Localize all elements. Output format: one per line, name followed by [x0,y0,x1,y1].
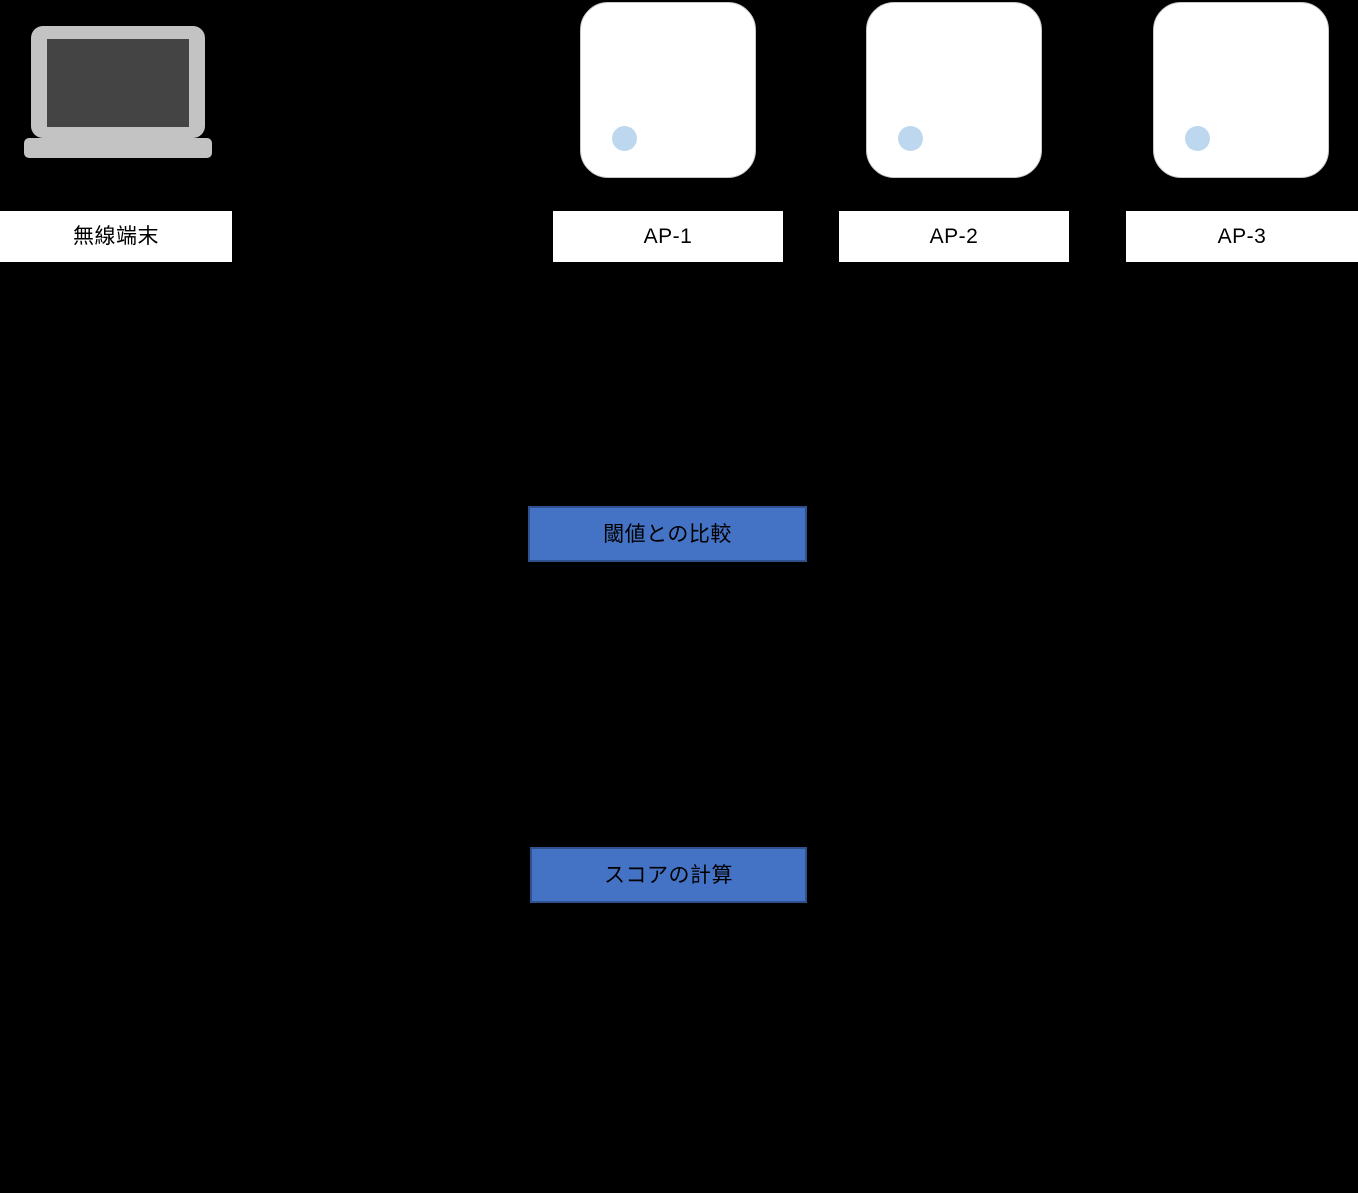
node-label-ap-3: AP-3 [1126,211,1358,262]
laptop-lid [31,26,205,138]
led-indicator-icon-2 [898,126,923,151]
process-box-threshold-comparison: 閾値との比較 [528,506,807,562]
node-label-ap-1: AP-1 [553,211,783,262]
process-box-score-calculation: スコアの計算 [530,847,807,903]
access-point-icon-3 [1153,2,1329,178]
led-indicator-icon-3 [1185,126,1210,151]
node-label-ap-2: AP-2 [839,211,1069,262]
access-point-icon-1 [580,2,756,178]
laptop-icon [22,24,214,160]
access-point-icon-2 [866,2,1042,178]
laptop-screen [47,39,189,127]
laptop-base [24,138,212,158]
led-indicator-icon-1 [612,126,637,151]
node-label-terminal: 無線端末 [0,211,232,262]
